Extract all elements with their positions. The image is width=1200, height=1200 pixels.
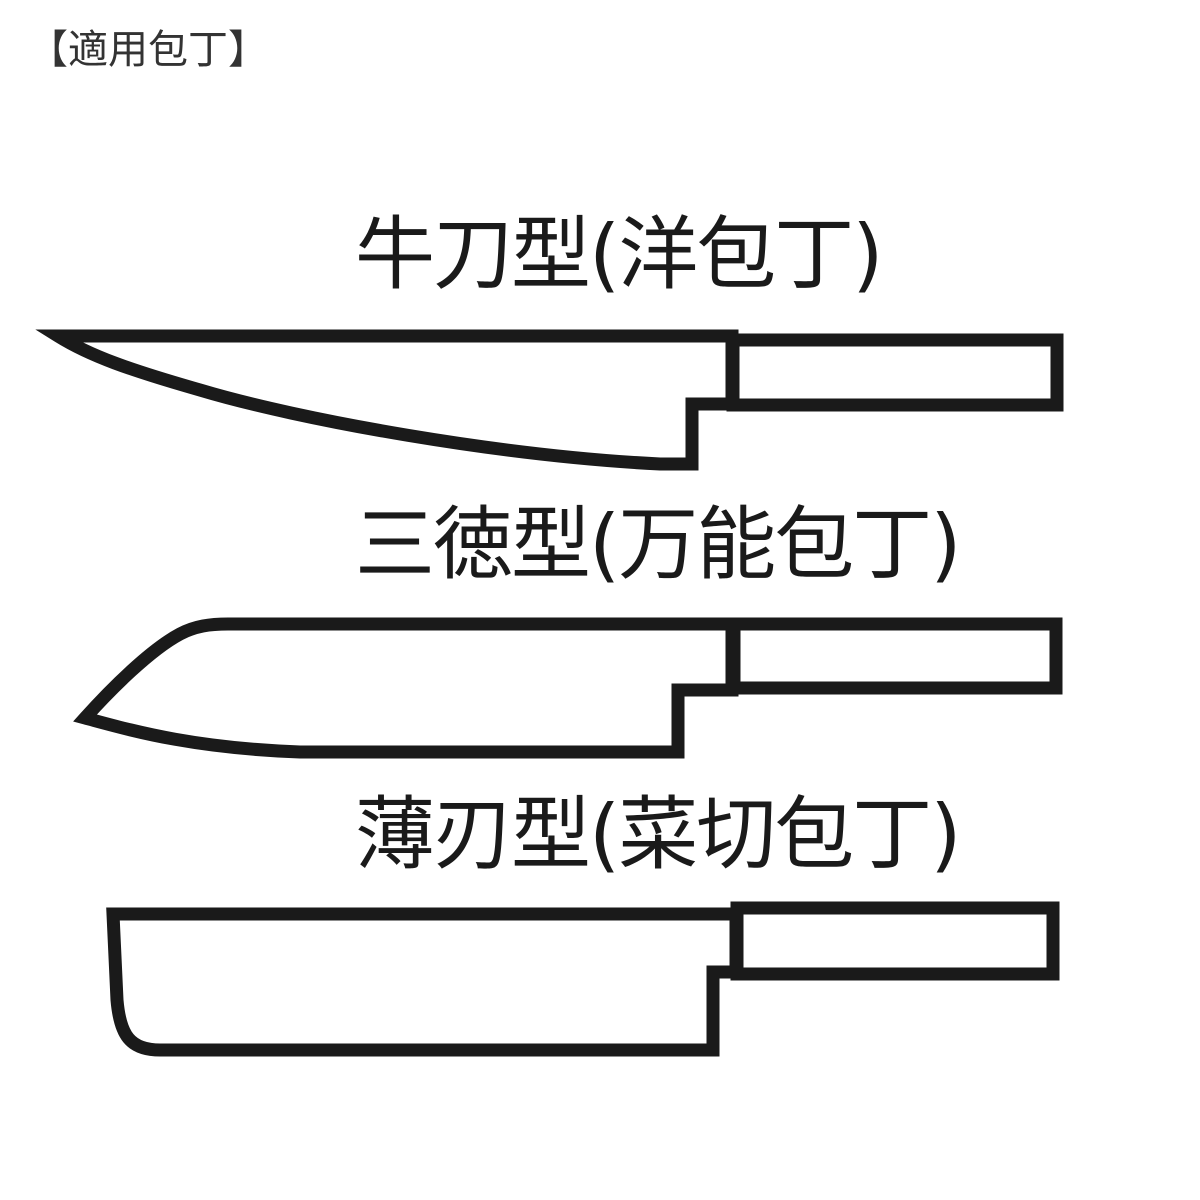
santoku-handle [727, 617, 1063, 695]
usuba-handle [730, 901, 1060, 981]
santoku-blade [73, 617, 739, 759]
gyuto-knife-icon [35, 329, 1064, 471]
usuba-label: 薄刃型(菜切包丁) [355, 788, 961, 881]
gyuto-handle [726, 333, 1064, 412]
usuba-blade [106, 907, 743, 1057]
santoku-label: 三徳型(万能包丁) [355, 498, 961, 591]
santoku-knife-icon [73, 617, 1063, 759]
gyuto-blade [35, 329, 739, 471]
page-title: 【適用包丁】 [28, 27, 268, 73]
usuba-knife-icon [106, 901, 1060, 1057]
gyuto-label: 牛刀型(洋包丁) [355, 208, 883, 301]
